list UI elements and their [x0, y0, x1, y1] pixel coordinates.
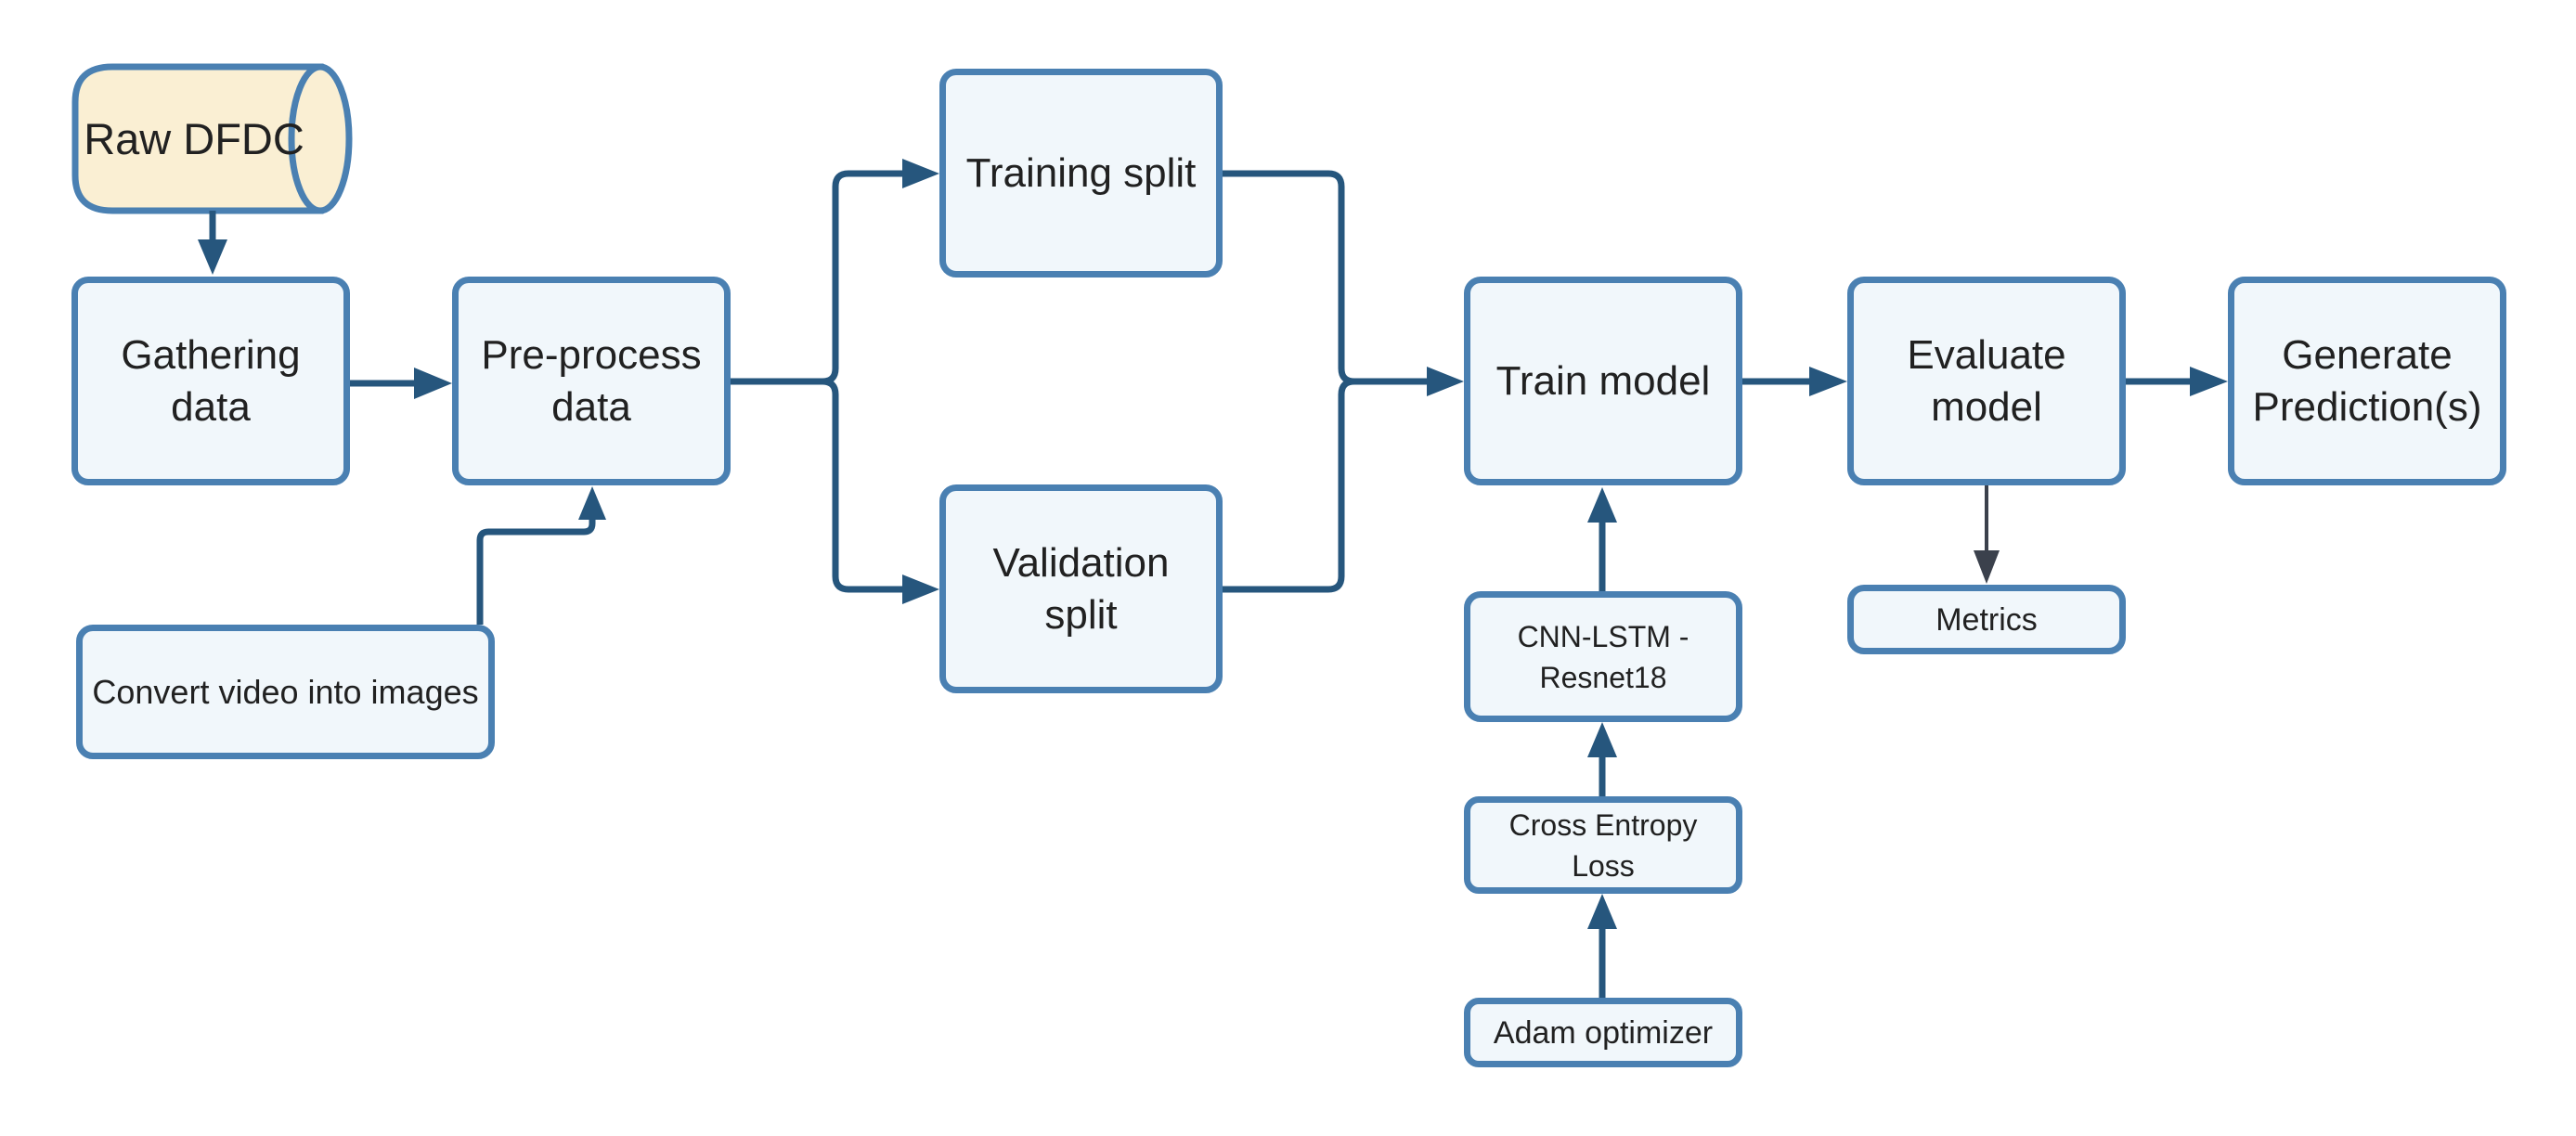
node-raw-dfdc: Raw DFDC [84, 113, 304, 163]
node-adam-optimizer: Adam optimizer [1464, 998, 1742, 1067]
edge-rawdfdc-gathering [198, 211, 227, 275]
node-evaluate-model: Evaluate model [1847, 277, 2126, 485]
edge-evaluatemodel-generatepredictions [2126, 367, 2228, 396]
node-train-model: Train model [1464, 277, 1742, 485]
edge-crossentropy-cnnlstm [1587, 722, 1617, 796]
edge-adam-crossentropy [1587, 894, 1617, 998]
node-gathering-data: Gathering data [71, 277, 350, 485]
edge-trainingsplit-trainmodel [1223, 170, 1429, 385]
edge-preprocess-validationsplit [731, 378, 939, 604]
node-preprocess-data: Pre-process data [452, 277, 731, 485]
node-training-split: Training split [939, 69, 1223, 278]
edge-evaluatemodel-metrics [1974, 485, 2000, 584]
node-convert-video-into-images: Convert video into images [76, 625, 495, 759]
edge-gathering-preprocess [350, 368, 452, 399]
node-metrics: Metrics [1847, 585, 2126, 654]
edge-cnnlstm-trainmodel [1587, 487, 1617, 591]
node-validation-split: Validation split [939, 484, 1223, 693]
edge-preprocess-trainingsplit [731, 159, 939, 385]
node-generate-predictions: Generate Prediction(s) [2228, 277, 2506, 485]
edge-validationsplit-trainmodel [1223, 367, 1464, 593]
edge-convertvideo-preprocess [476, 486, 606, 625]
edge-trainmodel-evaluatemodel [1742, 367, 1847, 396]
node-cnn-lstm-resnet18: CNN-LSTM - Resnet18 [1464, 591, 1742, 722]
node-cross-entropy-loss: Cross Entropy Loss [1464, 796, 1742, 894]
cylinder-shape [71, 63, 353, 214]
